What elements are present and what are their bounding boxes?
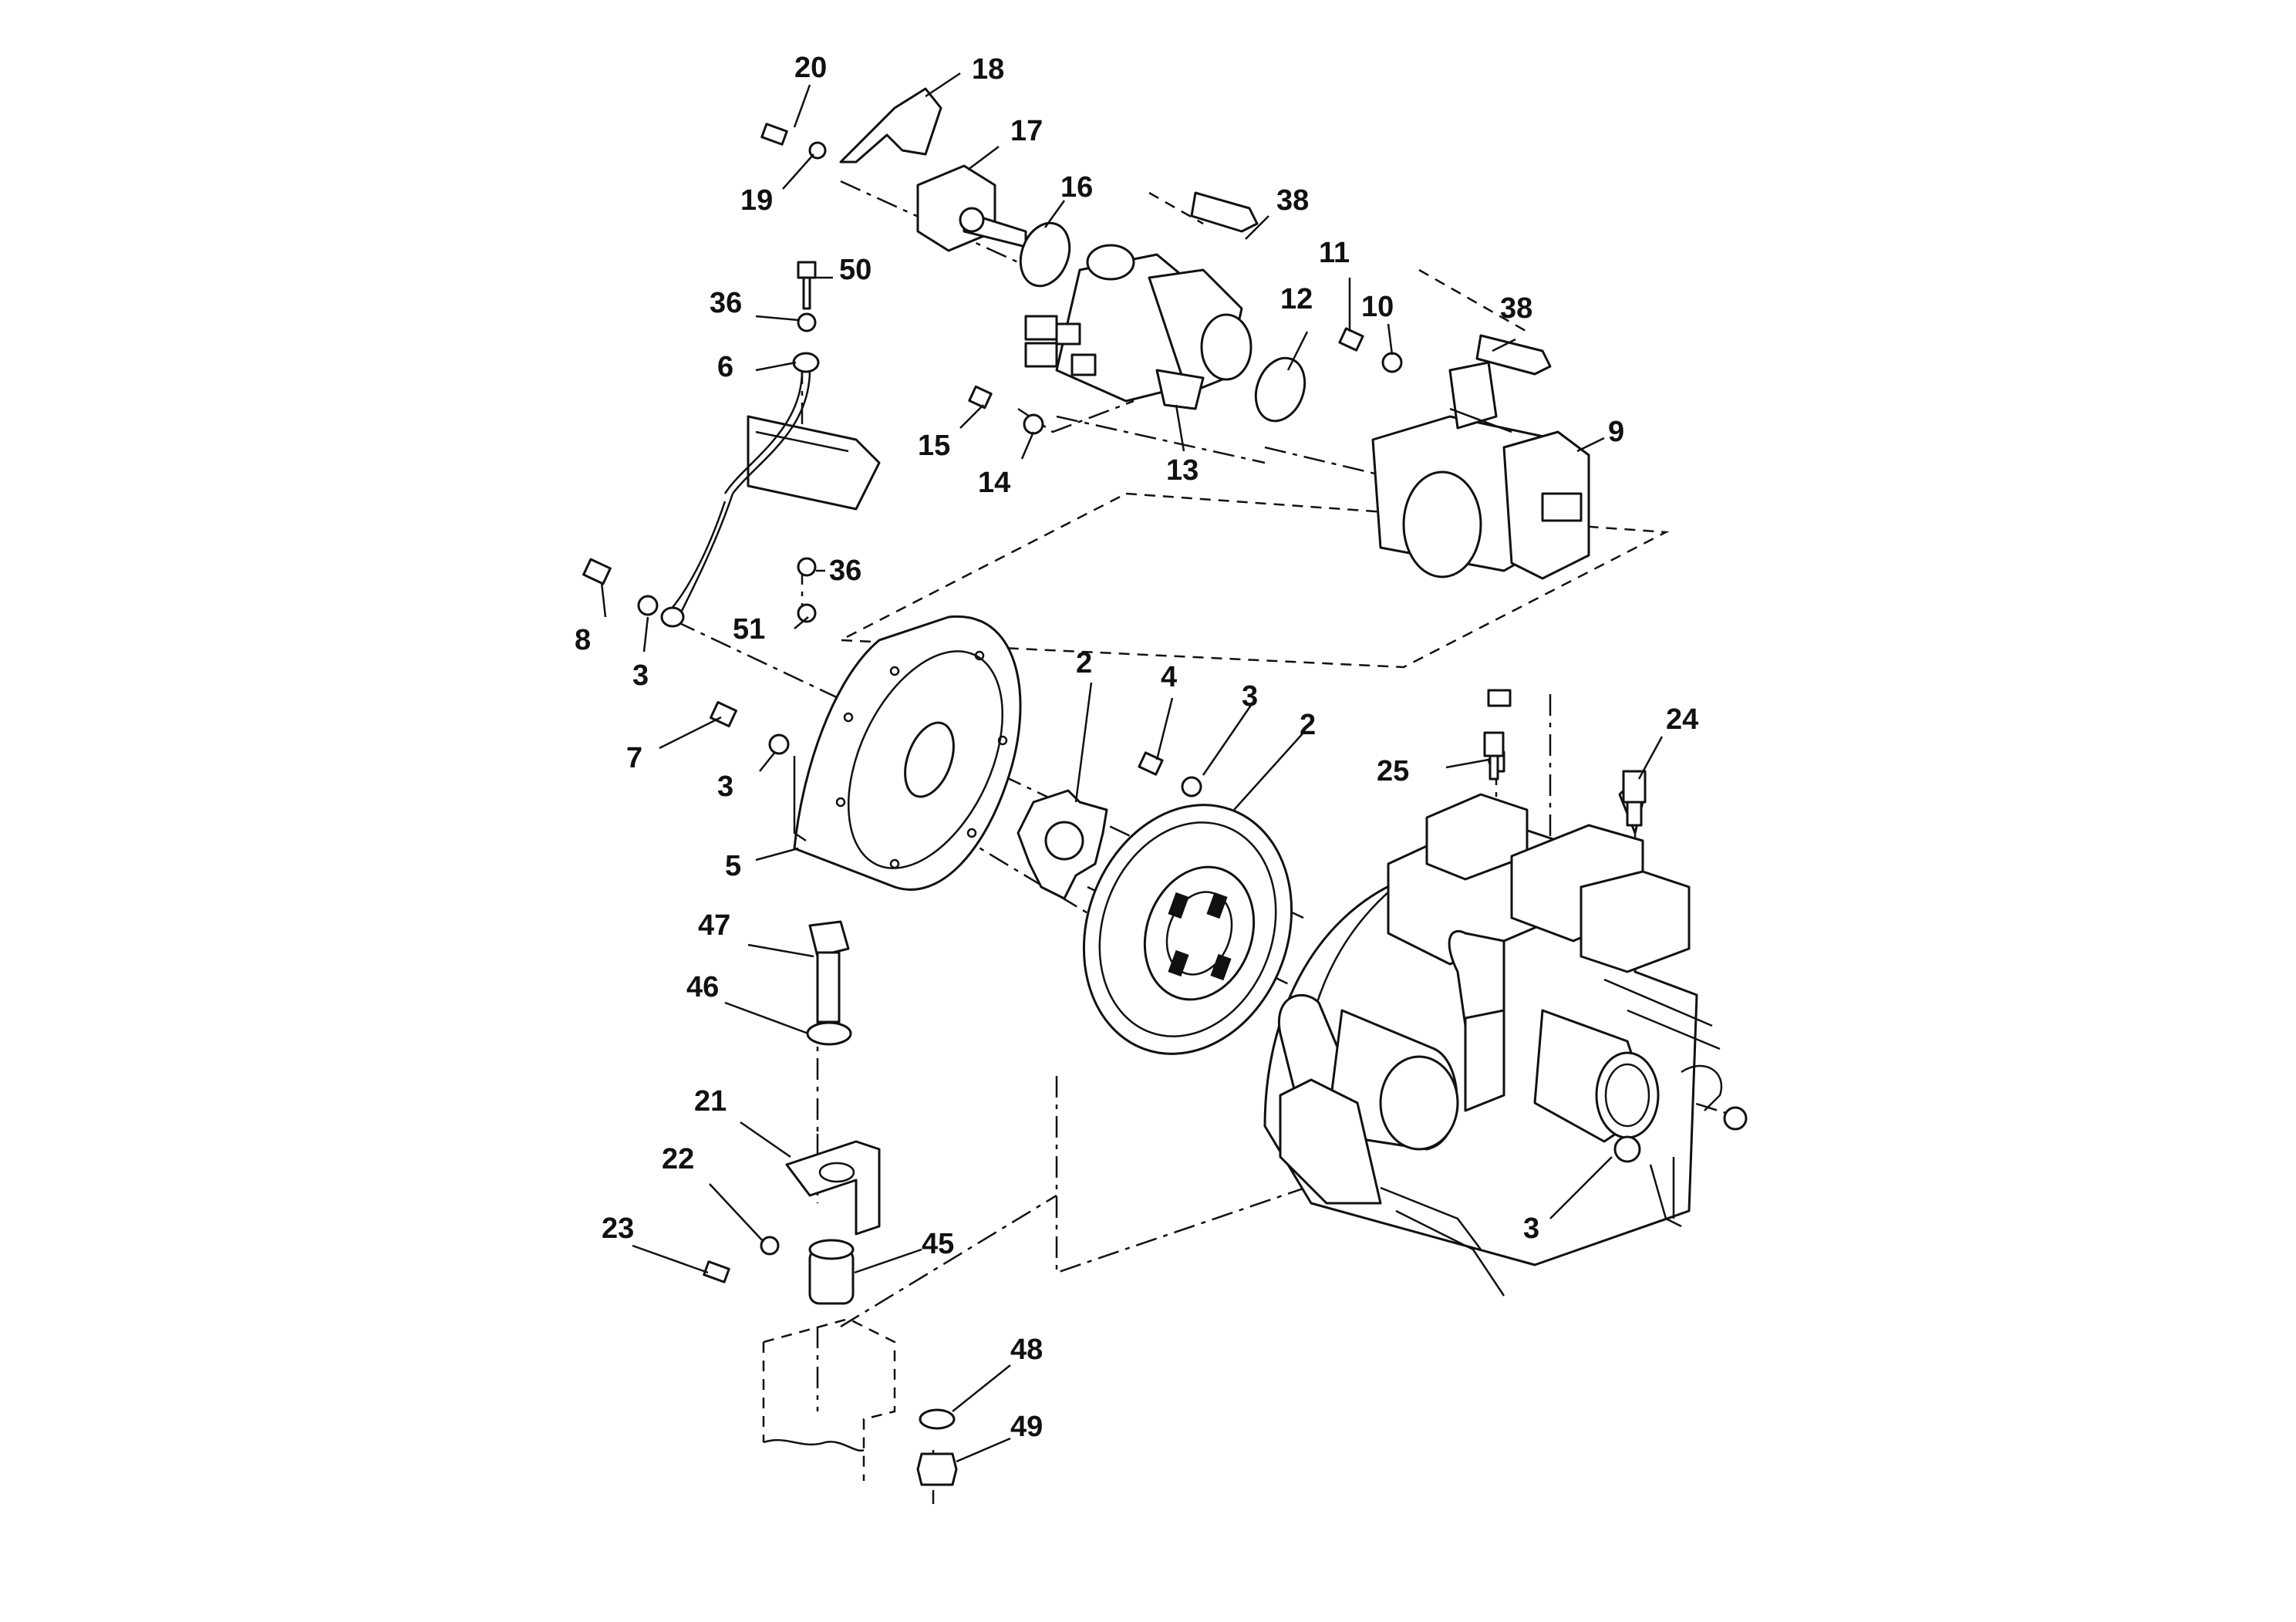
callout-14: 14 — [978, 467, 1010, 499]
callout-51: 51 — [733, 613, 765, 646]
callout-25: 25 — [1377, 755, 1409, 787]
callout-11: 11 — [1319, 237, 1350, 269]
adaptor-plate — [793, 615, 1022, 891]
callout-16: 16 — [1060, 171, 1093, 204]
callout-4: 4 — [1161, 661, 1177, 693]
callout-23: 23 — [602, 1212, 634, 1245]
sender-switch — [1483, 731, 1647, 827]
coupling-spider — [1017, 789, 1108, 900]
callout-3-engine: 3 — [1523, 1212, 1539, 1245]
callout-21: 21 — [694, 1085, 727, 1118]
callout-47: 47 — [698, 909, 730, 942]
callout-17: 17 — [1010, 115, 1043, 147]
callout-labels: 20 18 19 17 16 38 50 36 6 11 10 12 38 15… — [575, 52, 1698, 1443]
chassis-rail — [762, 1317, 896, 1481]
control-valve — [1024, 244, 1253, 410]
o-ring-16 — [1019, 221, 1071, 288]
callout-36-bottom: 36 — [829, 555, 861, 587]
callout-20: 20 — [794, 52, 827, 84]
callout-12: 12 — [1280, 283, 1313, 315]
callout-46: 46 — [686, 971, 719, 1003]
callout-3-left: 3 — [632, 659, 649, 692]
callout-50: 50 — [839, 254, 872, 286]
solenoid — [916, 164, 1027, 252]
engine-block — [1263, 793, 1748, 1297]
callout-3-plate: 3 — [717, 771, 733, 803]
callout-22: 22 — [662, 1143, 694, 1175]
callout-49: 49 — [1010, 1411, 1043, 1443]
callout-7: 7 — [626, 742, 642, 774]
o-ring-12 — [1254, 356, 1306, 423]
callout-5: 5 — [725, 850, 741, 882]
callout-2-disc: 2 — [1300, 709, 1316, 741]
flex-coupling-disc — [1082, 804, 1293, 1055]
callout-48: 48 — [1010, 1334, 1043, 1366]
callout-8: 8 — [575, 624, 591, 656]
callout-19: 19 — [740, 184, 773, 217]
callout-9: 9 — [1608, 416, 1624, 448]
bracket-18 — [839, 87, 942, 164]
engine-mount-stack — [703, 920, 958, 1486]
callout-3-center: 3 — [1242, 680, 1258, 713]
leader-lines — [600, 72, 1664, 1463]
hydraulic-pump — [1371, 361, 1590, 580]
callout-36-top: 36 — [710, 287, 742, 319]
callout-38-top: 38 — [1276, 184, 1309, 217]
callout-38-right: 38 — [1500, 292, 1532, 325]
callout-18: 18 — [972, 53, 1004, 86]
callout-45: 45 — [922, 1228, 954, 1260]
callout-15: 15 — [918, 430, 950, 462]
hose-assembly — [660, 352, 881, 628]
callout-13: 13 — [1166, 454, 1199, 487]
callout-10: 10 — [1361, 291, 1394, 323]
callout-6: 6 — [717, 351, 733, 383]
callout-2-spider: 2 — [1076, 647, 1092, 679]
callout-24: 24 — [1666, 703, 1698, 736]
